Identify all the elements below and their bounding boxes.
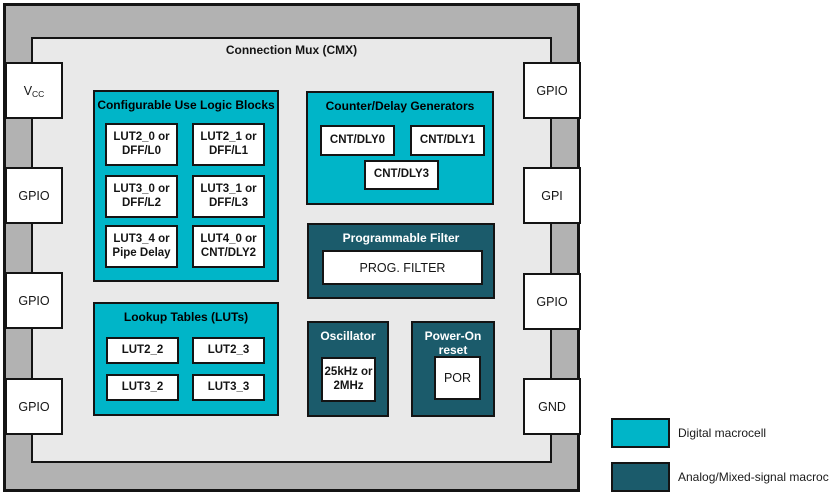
macrocell-prog-filter: PROG. FILTER: [322, 250, 483, 285]
block-title: Oscillator: [320, 329, 376, 343]
block-title: Counter/Delay Generators: [325, 99, 475, 113]
cell-line: POR: [443, 371, 472, 385]
pin-label: GPIO: [18, 293, 50, 308]
pin-vcc-subscript: CC: [32, 88, 45, 99]
cell-line: LUT4_0 or: [200, 233, 257, 245]
macrocell-lut3-4: LUT3_4 or Pipe Delay: [105, 225, 178, 268]
legend-label: Analog/Mixed-signal macrocell: [678, 470, 829, 484]
analog-macrocell-swatch: [611, 462, 670, 492]
cell-line: Pipe Delay: [112, 246, 171, 259]
block-configurable-use-logic: Configurable Use Logic Blocks LUT2_0 or …: [93, 90, 279, 282]
cell-line: LUT3_4 or: [113, 233, 170, 245]
macrocell-lut2-2: LUT2_2: [106, 337, 179, 364]
macrocell-cnt-dly3: CNT/DLY3: [364, 160, 439, 190]
pin-label: GPIO: [536, 294, 568, 309]
cell-line: LUT3_0 or: [113, 183, 170, 195]
cell-line: CNT/DLY1: [419, 133, 476, 146]
cell-line: PROG. FILTER: [359, 260, 446, 275]
cell-line: DFF/L0: [122, 144, 161, 157]
pin-gpio-left-3: GPIO: [5, 378, 63, 435]
block-programmable-filter: Programmable Filter PROG. FILTER: [307, 223, 495, 299]
block-power-on-reset: Power-On reset POR: [411, 321, 495, 417]
legend-label: Digital macrocell: [678, 426, 767, 440]
macrocell-lut2-3: LUT2_3: [192, 337, 265, 364]
block-title-line: reset: [438, 343, 468, 357]
cell-line: 2MHz: [333, 379, 364, 392]
macrocell-oscillator: 25kHz or 2MHz: [321, 357, 376, 402]
macrocell-cnt-dly1: CNT/DLY1: [410, 125, 485, 156]
pin-gpio-left-2: GPIO: [5, 272, 63, 329]
pin-gnd: GND: [523, 378, 581, 435]
legend-item-digital: Digital macrocell: [611, 418, 766, 448]
cell-line: DFF/L1: [209, 144, 248, 157]
pin-gpio-left-1: GPIO: [5, 167, 63, 224]
cell-line: LUT3_1 or: [200, 183, 257, 195]
block-oscillator: Oscillator 25kHz or 2MHz: [307, 321, 389, 417]
macrocell-lut3-0: LUT3_0 or DFF/L2: [105, 175, 178, 218]
macrocell-lut3-3: LUT3_3: [192, 374, 265, 401]
macrocell-lut3-1: LUT3_1 or DFF/L3: [192, 175, 265, 218]
pin-gpio-right-1: GPIO: [523, 62, 581, 119]
digital-macrocell-swatch: [611, 418, 670, 448]
pin-label: GPIO: [18, 399, 50, 414]
macrocell-cnt-dly0: CNT/DLY0: [320, 125, 395, 156]
macrocell-lut2-1: LUT2_1 or DFF/L1: [192, 123, 265, 166]
connection-mux-title: Connection Mux (CMX): [225, 43, 358, 57]
cell-line: CNT/DLY0: [329, 133, 386, 146]
macrocell-lut2-0: LUT2_0 or DFF/L0: [105, 123, 178, 166]
cell-line: LUT2_2: [121, 343, 164, 356]
block-title: Lookup Tables (LUTs): [123, 310, 249, 324]
block-title: Programmable Filter: [342, 231, 460, 245]
block-lookup-tables: Lookup Tables (LUTs) LUT2_2 LUT2_3 LUT3_…: [93, 302, 279, 416]
pin-vcc-label: V: [23, 83, 33, 98]
cell-line: LUT3_3: [207, 380, 250, 393]
pin-label: GPIO: [18, 188, 50, 203]
cell-line: LUT3_2: [121, 380, 164, 393]
cell-line: DFF/L2: [122, 196, 161, 209]
block-title-line: Power-On: [424, 329, 482, 343]
macrocell-lut4-0: LUT4_0 or CNT/DLY2: [192, 225, 265, 268]
pin-gpio-right-2: GPIO: [523, 273, 581, 330]
legend-item-analog: Analog/Mixed-signal macrocell: [611, 462, 829, 492]
cell-line: LUT2_0 or: [113, 131, 170, 143]
block-title: Configurable Use Logic Blocks: [97, 98, 275, 112]
cell-line: 25kHz or: [324, 366, 373, 378]
cell-line: CNT/DLY3: [373, 168, 430, 181]
pin-label: GPIO: [536, 83, 568, 98]
macrocell-por: POR: [434, 356, 481, 400]
cell-line: DFF/L3: [209, 196, 248, 209]
cell-line: CNT/DLY2: [200, 246, 257, 259]
block-title: Power-On reset: [413, 323, 493, 357]
block-counter-delay-generators: Counter/Delay Generators CNT/DLY0 CNT/DL…: [306, 91, 494, 205]
pin-label: GPI: [541, 188, 563, 203]
macrocell-lut3-2: LUT3_2: [106, 374, 179, 401]
cell-line: LUT2_1 or: [200, 131, 257, 143]
pin-gpi: GPI: [523, 167, 581, 224]
pin-label: GND: [538, 399, 566, 414]
cell-line: LUT2_3: [207, 343, 250, 356]
